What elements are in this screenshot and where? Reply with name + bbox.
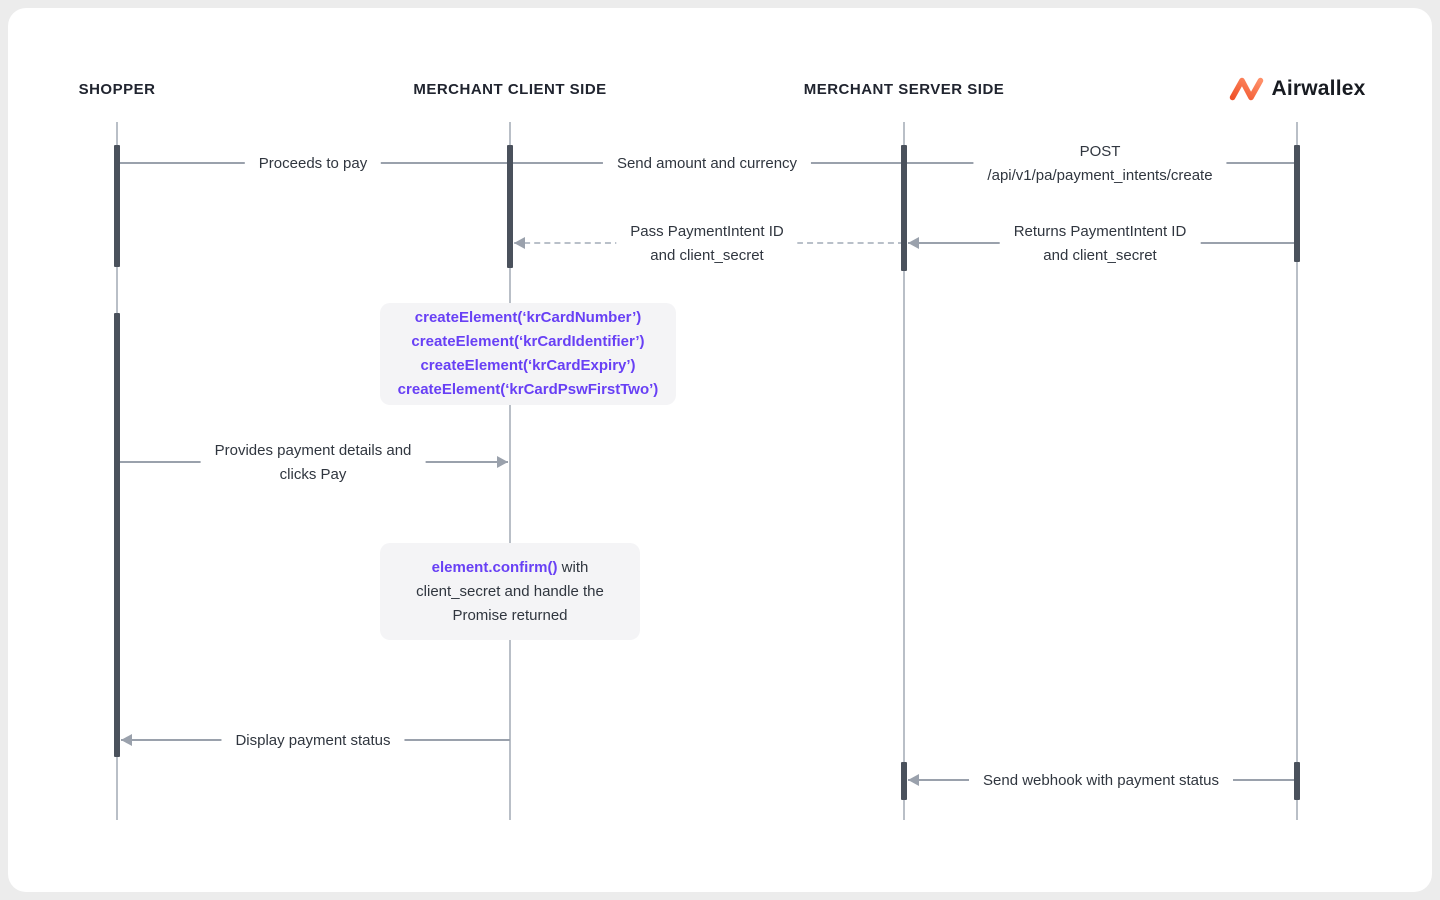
- code-confirm-line2: client_secret and handle the: [416, 582, 604, 600]
- message-label-returns-intent-line1: Returns PaymentIntent ID: [1013, 223, 1187, 240]
- message-label-proceeds-to-pay: Proceeds to pay: [244, 152, 382, 176]
- activation-shopper-1: [114, 145, 120, 267]
- message-label-post-create: POST /api/v1/pa/payment_intents/create: [973, 140, 1227, 188]
- activation-merchant-client-1: [507, 145, 513, 268]
- message-label-pass-intent-line2: and client_secret: [650, 247, 764, 264]
- code-confirm-method: element.confirm(): [431, 558, 558, 576]
- message-label-returns-intent-line2: and client_secret: [1043, 247, 1157, 264]
- actor-shopper-label: SHOPPER: [78, 81, 156, 98]
- message-label-provides-details-line2: clicks Pay: [279, 466, 347, 483]
- arrowhead-provides-details-icon: [497, 456, 508, 468]
- activation-merchant-server-2: [901, 762, 907, 800]
- code-line-kr-card-expiry: createElement(‘krCardExpiry’): [420, 357, 636, 374]
- arrowhead-display-status-icon: [121, 734, 132, 746]
- lifeline-airwallex: [1296, 122, 1298, 820]
- code-confirm-suffix: with: [557, 558, 589, 576]
- code-note-create-elements: createElement(‘krCardNumber’) createElem…: [380, 303, 676, 405]
- airwallex-logo-icon: [1228, 75, 1264, 103]
- message-label-post-create-line1: POST: [1079, 143, 1121, 160]
- lifeline-merchant-server: [903, 122, 905, 820]
- code-confirm-line1: element.confirm() with: [380, 556, 640, 580]
- message-label-display-status: Display payment status: [221, 729, 405, 753]
- actor-merchant-server-label: MERCHANT SERVER SIDE: [803, 81, 1005, 98]
- actor-merchant-client-label: MERCHANT CLIENT SIDE: [413, 81, 607, 98]
- activation-airwallex-1: [1294, 145, 1300, 262]
- arrowhead-send-webhook-icon: [908, 774, 919, 786]
- message-label-returns-intent: Returns PaymentIntent ID and client_secr…: [999, 220, 1201, 268]
- message-label-post-create-line2: /api/v1/pa/payment_intents/create: [987, 167, 1213, 184]
- message-label-provides-details: Provides payment details and clicks Pay: [200, 439, 426, 487]
- message-label-send-amount: Send amount and currency: [602, 152, 812, 176]
- message-label-pass-intent-line1: Pass PaymentIntent ID: [630, 223, 784, 240]
- code-line-kr-card-identifier: createElement(‘krCardIdentifier’): [411, 333, 645, 350]
- message-label-send-webhook: Send webhook with payment status: [969, 769, 1233, 793]
- activation-shopper-2: [114, 313, 120, 757]
- message-label-pass-intent: Pass PaymentIntent ID and client_secret: [616, 220, 798, 268]
- airwallex-logo-text: Airwallex: [1271, 77, 1366, 100]
- lifeline-merchant-client: [509, 122, 511, 820]
- arrowhead-returns-intent-icon: [908, 237, 919, 249]
- code-line-kr-card-psw: createElement(‘krCardPswFirstTwo’): [397, 381, 659, 398]
- airwallex-logo: Airwallex: [1228, 75, 1365, 103]
- code-line-kr-card-number: createElement(‘krCardNumber’): [414, 309, 642, 326]
- code-note-confirm: element.confirm() with client_secret and…: [380, 543, 640, 640]
- message-label-provides-details-line1: Provides payment details and: [214, 442, 412, 459]
- arrowhead-pass-intent-icon: [514, 237, 525, 249]
- activation-airwallex-2: [1294, 762, 1300, 800]
- code-confirm-line3: Promise returned: [452, 606, 568, 624]
- activation-merchant-server-1: [901, 145, 907, 271]
